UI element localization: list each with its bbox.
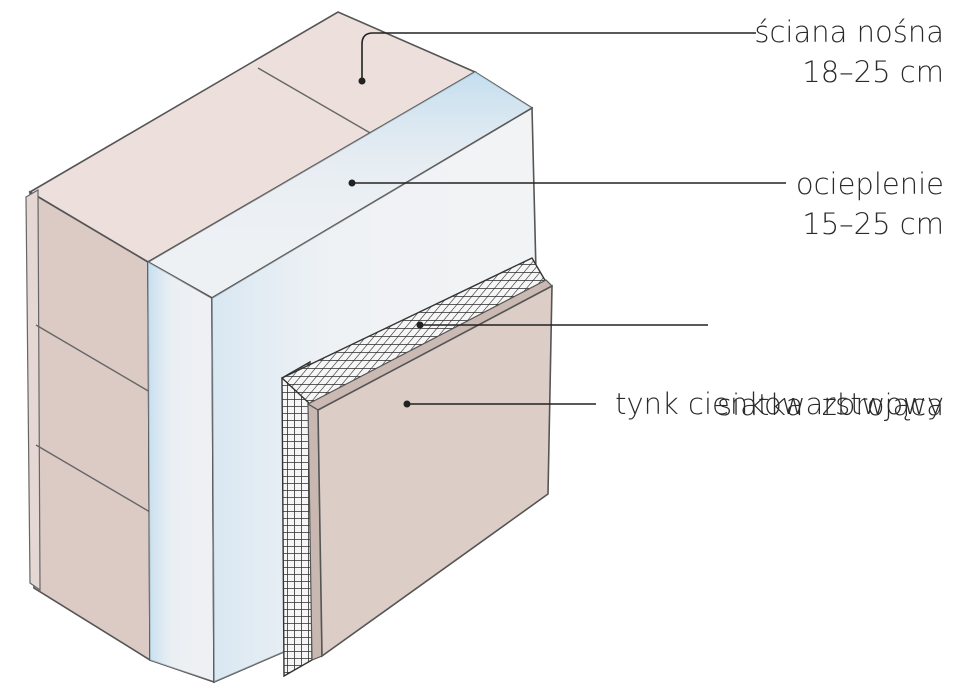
label-load-wall-name: ściana nośna: [754, 15, 944, 49]
label-mesh-name: siatka zbrojąca: [716, 388, 944, 422]
insulation-front-tint: [148, 262, 214, 682]
label-insulation-name: ocieplenie: [795, 167, 944, 201]
leader-plaster: [403, 400, 596, 408]
label-load-wall-thickness: 18–25 cm: [802, 55, 944, 89]
insulation-top-tint: [148, 72, 532, 298]
label-mesh: siatka zbrojąca: [717, 305, 944, 505]
plaster-face: [317, 284, 553, 658]
load-wall-front-joint-1: [35, 324, 151, 393]
load-wall-top-joint: [257, 67, 373, 135]
label-load-wall: ściana nośna 18–25 cm: [754, 12, 944, 92]
label-insulation: ocieplenie 15–25 cm: [796, 164, 944, 244]
load-wall-front-joint-2: [35, 444, 151, 513]
leader-load-wall: [358, 32, 756, 85]
label-plaster-name: tynk cienkowarstwowy: [615, 387, 944, 421]
load-wall-front-face: [29, 190, 151, 662]
label-plaster: tynk cienkowarstwowy: [615, 384, 944, 424]
label-insulation-thickness: 15–25 cm: [802, 207, 944, 241]
leader-mesh: [416, 321, 708, 329]
load-wall-edge-strip: [25, 188, 41, 592]
leader-insulation: [348, 179, 786, 187]
